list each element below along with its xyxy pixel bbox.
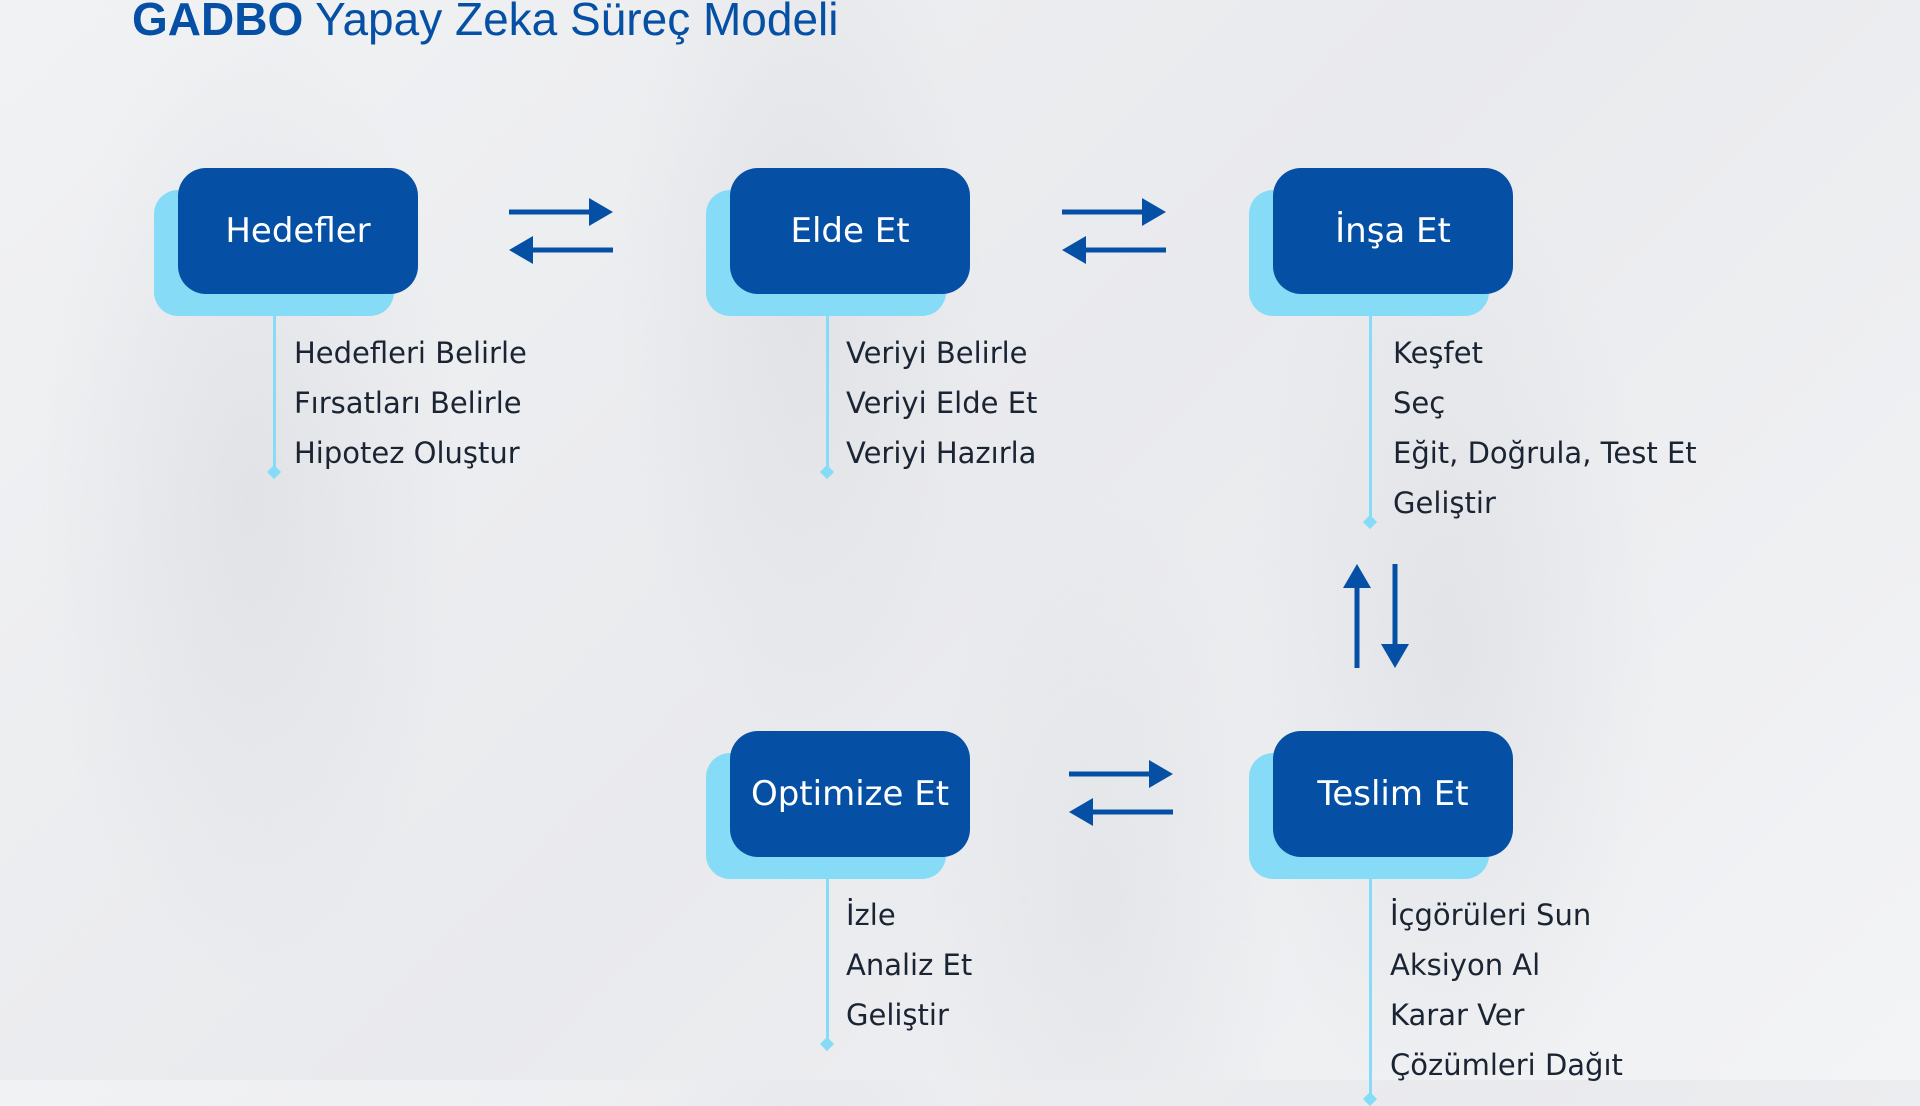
stage-teslim-et: Teslim Et	[1249, 731, 1513, 879]
list-item: Veriyi Elde Et	[846, 386, 1038, 420]
bidirectional-arrow-icon	[1062, 198, 1166, 264]
title-brand: GADBO	[132, 0, 304, 45]
list-item: Veriyi Belirle	[846, 336, 1028, 370]
stage-items-hedefler: Hedefleri Belirle Fırsatları Belirle Hip…	[294, 328, 527, 478]
stage-label: İnşa Et	[1273, 168, 1513, 294]
stage-items-optimize-et: İzle Analiz Et Geliştir	[846, 890, 972, 1040]
list-item: Fırsatları Belirle	[294, 386, 522, 420]
stage-items-elde-et: Veriyi Belirle Veriyi Elde Et Veriyi Haz…	[846, 328, 1037, 478]
list-item: Karar Ver	[1390, 998, 1525, 1032]
bidirectional-arrow-icon	[1069, 760, 1173, 826]
list-item: İzle	[846, 898, 896, 932]
connector-line	[1369, 879, 1372, 1099]
connector-line	[826, 316, 829, 472]
stage-label: Teslim Et	[1273, 731, 1513, 857]
stage-label: Optimize Et	[730, 731, 970, 857]
list-item: Aksiyon Al	[1390, 948, 1541, 982]
stage-insa-et: İnşa Et	[1249, 168, 1513, 316]
list-item: Hedefleri Belirle	[294, 336, 527, 370]
list-item: Çözümleri Dağıt	[1390, 1048, 1623, 1082]
bidirectional-arrow-icon	[509, 198, 613, 264]
stage-items-teslim-et: İçgörüleri Sun Aksiyon Al Karar Ver Çözü…	[1390, 890, 1623, 1090]
list-item: Hipotez Oluştur	[294, 436, 520, 470]
vertical-bidirectional-arrow-icon	[1343, 564, 1409, 668]
title-text: Yapay Zeka Süreç Modeli	[303, 0, 839, 45]
list-item: Analiz Et	[846, 948, 973, 982]
stage-hedefler: Hedefler	[154, 168, 418, 316]
list-item: Veriyi Hazırla	[846, 436, 1037, 470]
connector-line	[826, 879, 829, 1044]
stage-label: Elde Et	[730, 168, 970, 294]
list-item: Seç	[1393, 386, 1446, 420]
stage-label: Hedefler	[178, 168, 418, 294]
stage-elde-et: Elde Et	[706, 168, 970, 316]
list-item: Geliştir	[846, 998, 949, 1032]
list-item: İçgörüleri Sun	[1390, 898, 1592, 932]
stage-items-insa-et: Keşfet Seç Eğit, Doğrula, Test Et Gelişt…	[1393, 328, 1697, 528]
connector-line	[1369, 316, 1372, 522]
list-item: Eğit, Doğrula, Test Et	[1393, 436, 1697, 470]
connector-line	[273, 316, 276, 472]
page-title: GADBO Yapay Zeka Süreç Modeli	[132, 0, 838, 46]
list-item: Keşfet	[1393, 336, 1483, 370]
stage-optimize-et: Optimize Et	[706, 731, 970, 879]
list-item: Geliştir	[1393, 486, 1496, 520]
